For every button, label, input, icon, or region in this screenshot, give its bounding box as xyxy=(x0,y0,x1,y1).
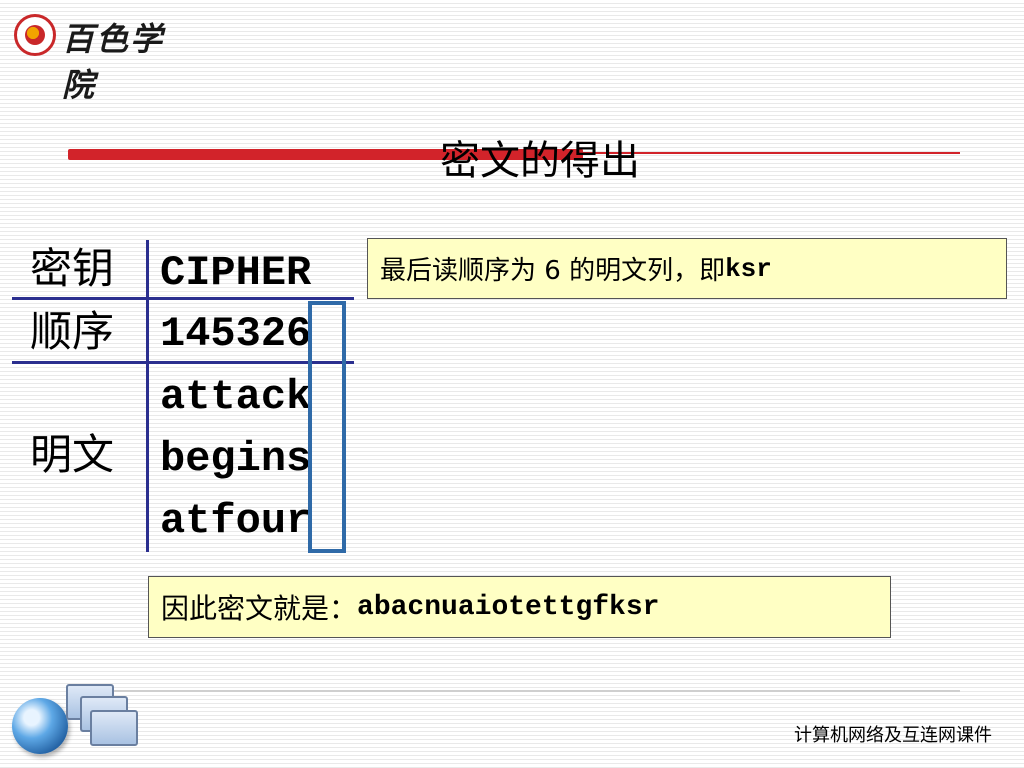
logo-emblem-icon xyxy=(14,14,56,56)
table-divider-order xyxy=(12,361,354,364)
footer-course-title: 计算机网络及互连网课件 xyxy=(794,725,992,746)
read-order-callout: 最后读顺序为 6 的明文列，即 ksr xyxy=(367,238,1007,299)
logo-text: 百色学院 xyxy=(62,20,165,104)
ciphertext-label: 因此密文就是： xyxy=(161,592,358,625)
plaintext-row: attack xyxy=(160,373,312,421)
read-order-code: ksr xyxy=(725,253,772,284)
title-underline-bar xyxy=(68,149,583,160)
column-6-highlight xyxy=(308,301,346,553)
table-vertical-divider xyxy=(146,240,149,552)
plaintext-row: begins xyxy=(160,435,312,483)
order-label: 顺序 xyxy=(30,307,115,356)
table-divider-key xyxy=(12,297,354,300)
ciphertext-callout: 因此密文就是：abacnuaiotettgfksr xyxy=(148,576,891,638)
title-underline-line xyxy=(583,152,960,154)
slide-title: 密文的得出 xyxy=(440,138,640,184)
order-value: 145326 xyxy=(160,310,312,358)
key-value: CIPHER xyxy=(160,249,312,297)
plaintext-row: atfour xyxy=(160,497,312,545)
footer-divider xyxy=(110,690,960,692)
windows-icon xyxy=(66,684,138,754)
logo: 百色学院 xyxy=(14,12,194,104)
ciphertext-value: abacnuaiotettgfksr xyxy=(357,591,660,623)
key-label: 密钥 xyxy=(30,244,115,293)
read-order-text: 最后读顺序为 6 的明文列，即 xyxy=(380,256,726,286)
plaintext-label: 明文 xyxy=(30,430,115,479)
globe-icon xyxy=(12,698,68,754)
